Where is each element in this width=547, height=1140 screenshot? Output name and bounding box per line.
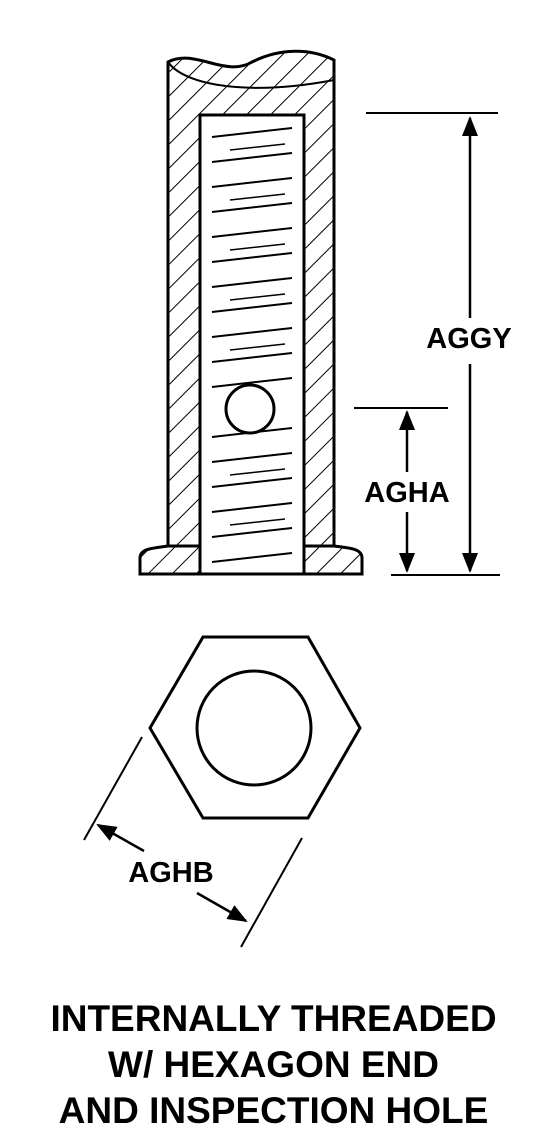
dimension-aghb: AGHB — [83, 736, 303, 948]
caption-line-2: W/ HEXAGON END — [108, 1044, 439, 1085]
threaded-bore — [198, 113, 306, 576]
sleeve-outline — [166, 49, 336, 550]
threaded-bore-end — [195, 669, 313, 787]
sleeve-cut-edge — [167, 61, 335, 89]
caption-line-1: INTERNALLY THREADED — [50, 998, 497, 1039]
drawing-caption: INTERNALLY THREADED W/ HEXAGON END AND I… — [0, 996, 547, 1134]
dimension-aggy: AGGY — [366, 112, 512, 576]
inspection-hole — [224, 383, 276, 435]
caption-line-3: AND INSPECTION HOLE — [58, 1090, 489, 1131]
dimension-label-aggy: AGGY — [426, 323, 511, 355]
dimension-label-aghb: AGHB — [128, 857, 213, 889]
dimension-label-agha: AGHA — [364, 477, 449, 509]
sleeve-section-view — [138, 49, 364, 576]
dimension-agha: AGHA — [354, 407, 450, 573]
hexagon-end-view — [148, 635, 362, 820]
